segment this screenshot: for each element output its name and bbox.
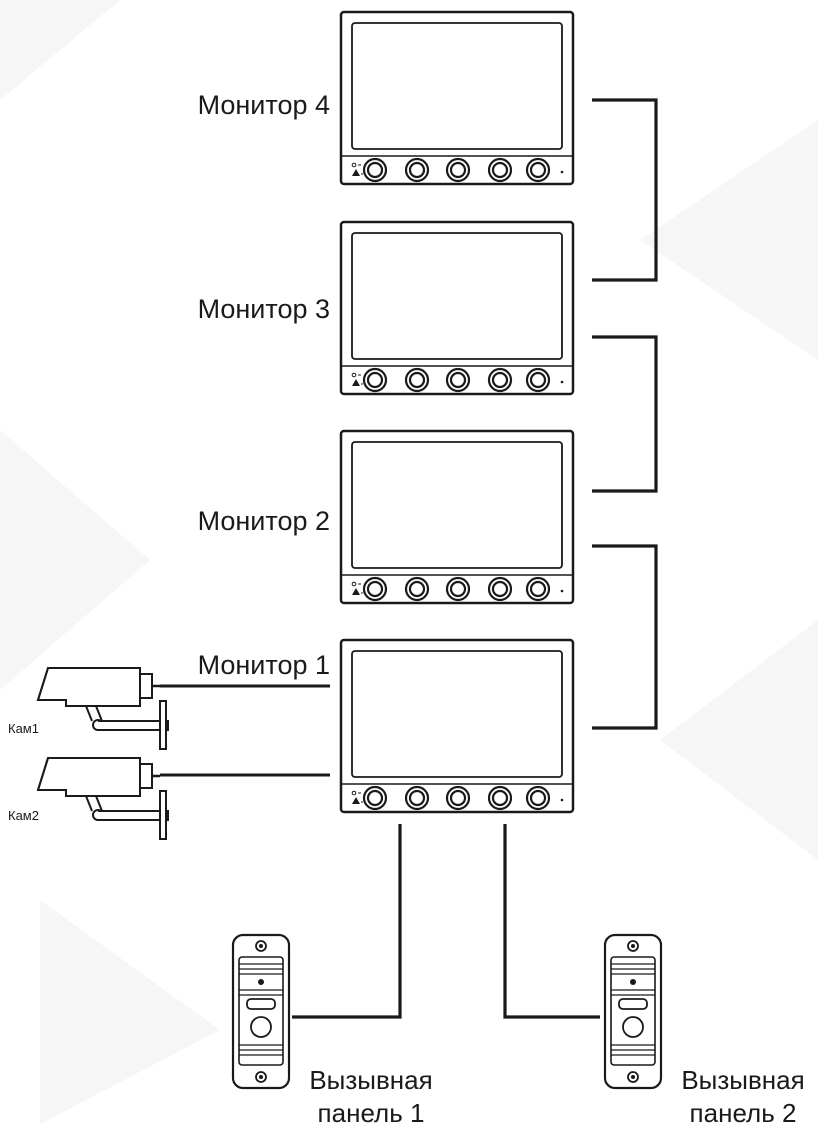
camera-2-icon [36, 756, 170, 841]
call-panel-1-label-line1: Вызывная [309, 1065, 433, 1095]
monitor-4 [339, 10, 575, 186]
wire-panel-2 [503, 824, 600, 1019]
monitor-2 [339, 429, 575, 605]
camera-2-label: Кам2 [8, 808, 39, 823]
camera-1-icon [36, 666, 170, 751]
wire-monitor-2-1 [592, 544, 658, 730]
wire-panel-1 [292, 824, 402, 1019]
call-panel-2-icon [603, 933, 663, 1090]
call-panel-1-label-line2: панель 1 [317, 1098, 425, 1128]
call-panel-2-label-line1: Вызывная [681, 1065, 805, 1095]
call-panel-1-icon [231, 933, 291, 1090]
monitor-3 [339, 220, 575, 396]
monitor-1-label: Монитор 1 [197, 650, 330, 680]
wire-monitor-3-2 [592, 335, 658, 493]
monitor-2-label: Монитор 2 [197, 506, 330, 536]
wire-monitor-4-3 [592, 98, 658, 282]
monitor-3-label: Монитор 3 [197, 294, 330, 324]
call-panel-2-label: Вызывная панель 2 [668, 1064, 818, 1130]
call-panel-1-label: Вызывная панель 1 [296, 1064, 446, 1130]
camera-1-label: Кам1 [8, 721, 39, 736]
monitor-4-label: Монитор 4 [197, 90, 330, 120]
call-panel-2-label-line2: панель 2 [689, 1098, 797, 1128]
monitor-1 [339, 638, 575, 814]
